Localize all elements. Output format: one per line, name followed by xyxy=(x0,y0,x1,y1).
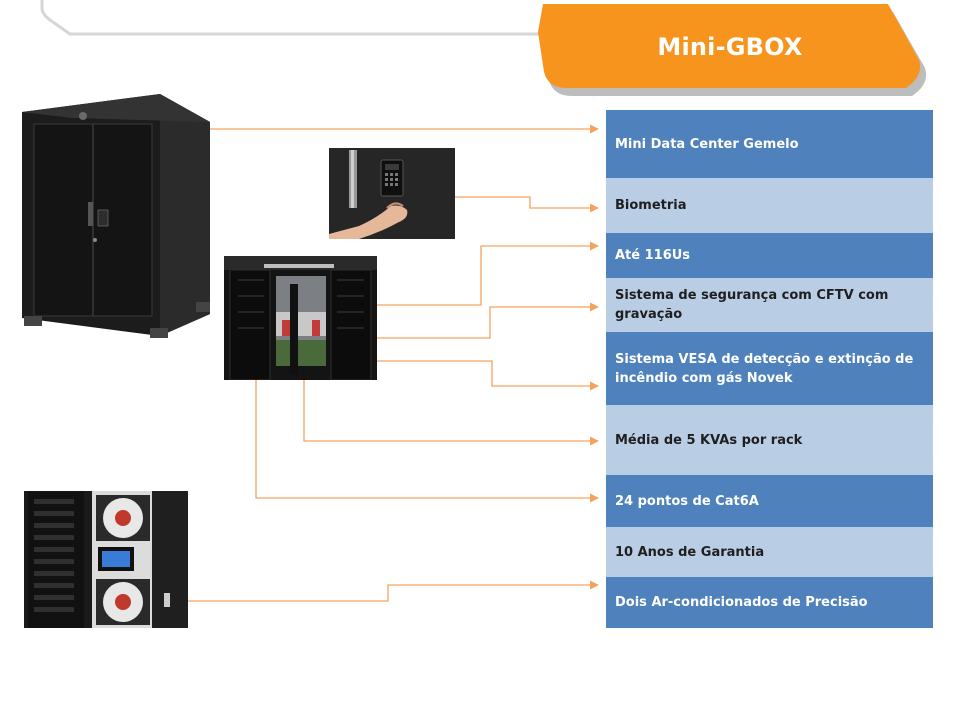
feature-label: 10 Anos de Garantia xyxy=(615,544,765,560)
header-frame-line xyxy=(40,0,545,36)
feature-row: Até 116Us xyxy=(606,233,933,278)
feature-label: Sistema VESA de detecção e extinção de i… xyxy=(615,351,914,386)
feature-label: Biometria xyxy=(615,198,687,213)
rack-interior-photo xyxy=(24,491,188,628)
biometric-access-photo xyxy=(329,148,455,239)
feature-row: Biometria xyxy=(606,178,933,233)
feature-label: Dois Ar-condicionados de Precisão xyxy=(615,595,868,610)
server-racks-photo xyxy=(224,256,377,380)
feature-row: 10 Anos de Garantia xyxy=(606,527,933,577)
feature-row: Dois Ar-condicionados de Precisão xyxy=(606,577,933,628)
feature-row: Sistema de segurança com CFTV com gravaç… xyxy=(606,278,933,332)
feature-label: 24 pontos de Cat6A xyxy=(615,493,759,509)
feature-label: Até 116Us xyxy=(615,248,691,263)
feature-row: 24 pontos de Cat6A xyxy=(606,475,933,527)
feature-label: Média de 5 KVAs por rack xyxy=(615,432,803,448)
title-banner xyxy=(538,4,927,96)
feature-row: Mini Data Center Gemelo xyxy=(606,110,933,178)
feature-row: Média de 5 KVAs por rack xyxy=(606,405,933,475)
black-cabinet-photo xyxy=(20,92,215,342)
feature-label: Sistema de segurança com CFTV com gravaç… xyxy=(615,288,889,322)
feature-row: Sistema VESA de detecção e extinção de i… xyxy=(606,332,933,405)
page-title: Mini-GBOX xyxy=(657,33,803,61)
feature-label: Mini Data Center Gemelo xyxy=(615,136,799,152)
